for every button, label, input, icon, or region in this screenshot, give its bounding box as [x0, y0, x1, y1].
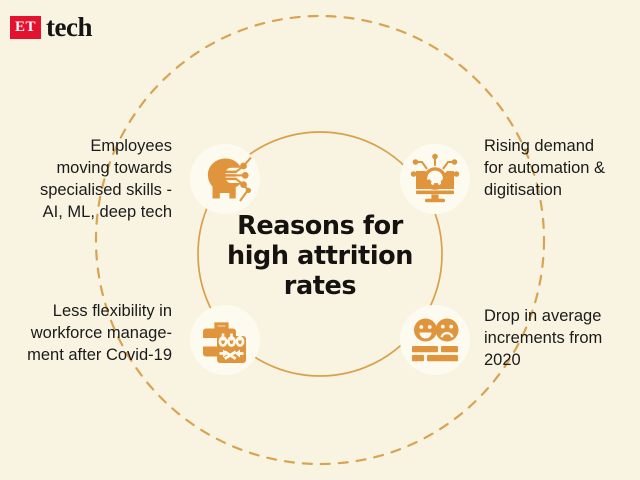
- et-tech-logo: ET tech: [10, 12, 92, 42]
- logo-wordmark: tech: [46, 11, 92, 42]
- reason-label-top-right: Rising demand for automation & digitisat…: [484, 137, 606, 199]
- reason-label-bottom-right: Drop in average increments from 2020: [484, 307, 603, 369]
- inner-solid-circle: [197, 131, 443, 377]
- briefcase-calendar-shuffle-icon: [188, 303, 262, 377]
- logo-mark: ET: [10, 15, 42, 39]
- center-title: Reasons for high attrition rates: [226, 211, 414, 301]
- outer-dashed-circle: [94, 14, 546, 466]
- happy-sad-faces-chart-icon: [398, 303, 472, 377]
- icon-halo: [400, 305, 470, 375]
- monitor-gear-automation-icon: [398, 142, 472, 216]
- head-ai-network-icon: [188, 142, 262, 216]
- reason-label-top-left: Employees moving towards specialised ski…: [39, 137, 172, 221]
- reason-label-bottom-left: Less flexibility in workforce manage- me…: [27, 302, 172, 364]
